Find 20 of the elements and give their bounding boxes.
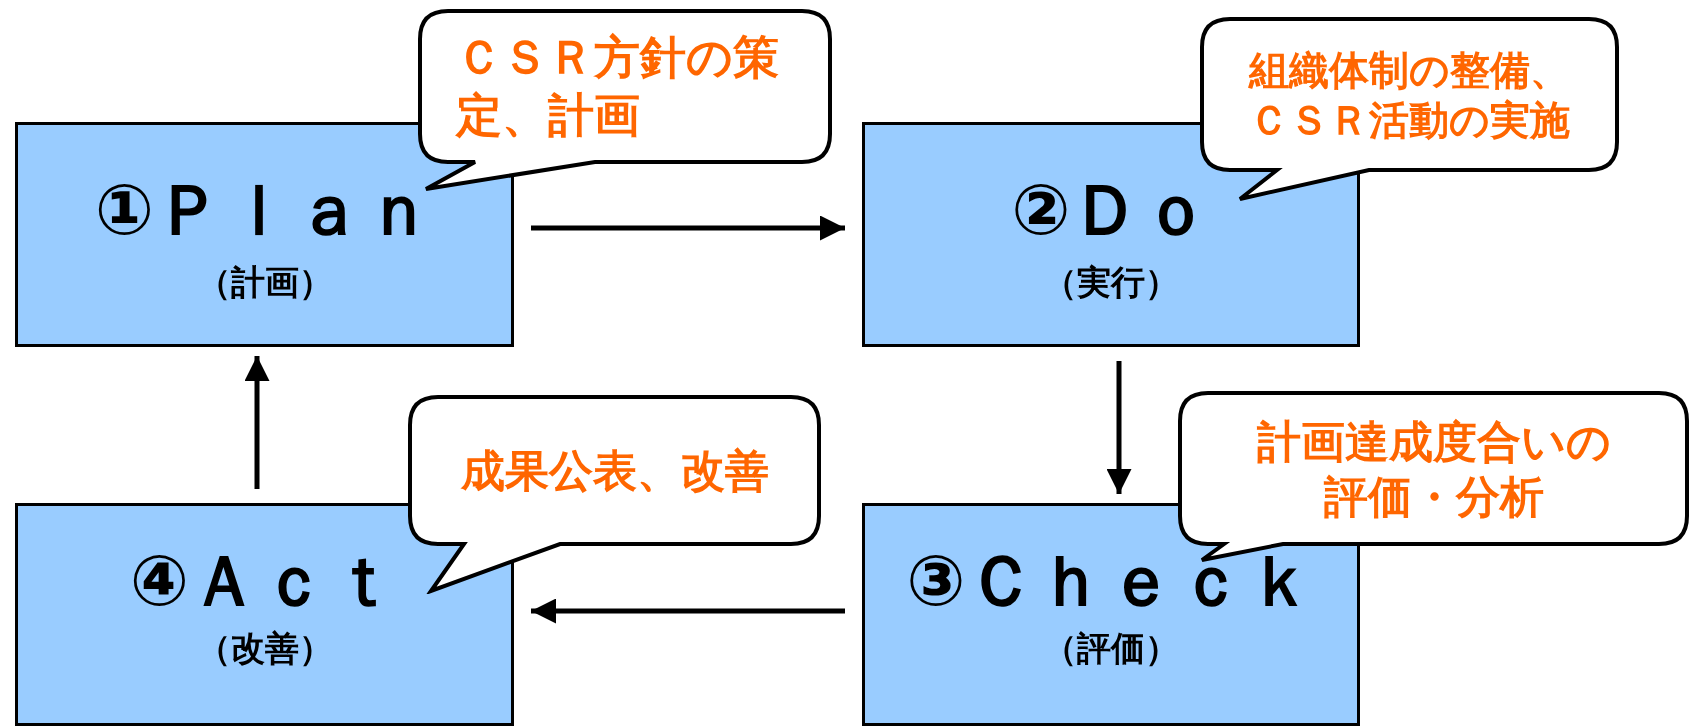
box-title: ①Ｐｌａｎ — [94, 169, 435, 251]
box-title: ③Ｃｈｅｃｋ — [906, 540, 1316, 622]
box-title: ②Ｄｏ — [1011, 169, 1211, 251]
box-subtitle: （実行） — [1043, 262, 1179, 302]
box-subtitle: （計画） — [196, 262, 333, 302]
arrow — [531, 598, 845, 624]
arrow — [1106, 361, 1132, 494]
box-title: ④Ａｃｔ — [129, 540, 400, 622]
speech-bubble-tooltip — [1199, 16, 1620, 202]
callout-text: ＣＳＲ方針の策定、計画 — [456, 29, 780, 144]
speech-bubble-tooltip — [417, 8, 833, 192]
process-box — [15, 503, 514, 726]
arrow — [531, 215, 845, 241]
box-subtitle: （評価） — [1043, 628, 1179, 668]
box-subtitle: （改善） — [196, 628, 333, 668]
callout-text: 成果公表、改善 — [459, 444, 770, 498]
callout-text: 計画達成度合いの評価・分析 — [1255, 414, 1612, 524]
callout-text: 組織体制の整備、ＣＳＲ活動の実施 — [1247, 45, 1571, 145]
speech-bubble-tooltip — [407, 394, 822, 594]
arrow — [244, 356, 270, 489]
